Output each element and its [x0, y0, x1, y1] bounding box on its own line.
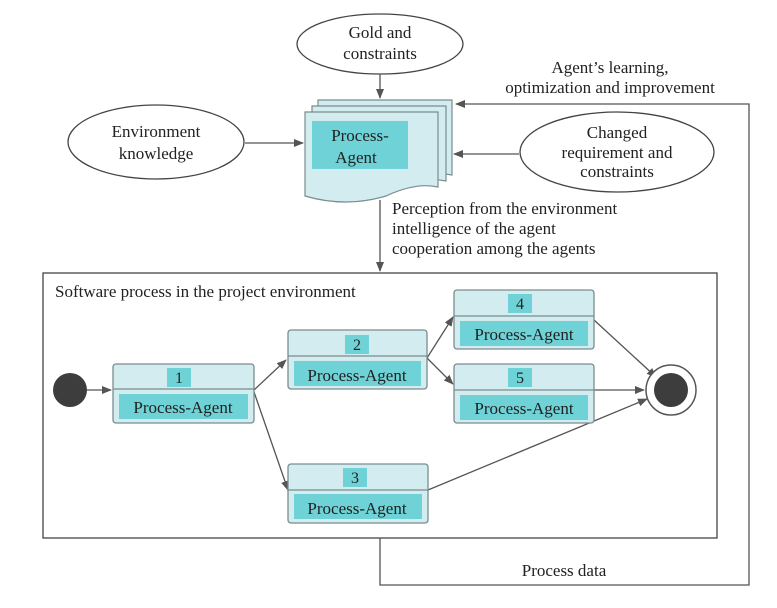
- learning-label-line1: Agent’s learning,: [551, 58, 668, 77]
- environment-label-line1: Environment: [112, 122, 201, 141]
- agent1-to-agent3-arrow: [253, 391, 289, 491]
- agent-5-number: 5: [516, 370, 524, 387]
- agent-4-label: Process-Agent: [474, 325, 573, 344]
- top-agent-label-bg: [312, 121, 408, 169]
- agent-box-3: 3 Process-Agent: [287, 463, 429, 524]
- changed-requirement-node: Changed requirement and constraints: [519, 111, 715, 193]
- gold-constraints-node: Gold and constraints: [296, 13, 464, 75]
- perception-label-line1: Perception from the environment: [392, 199, 617, 218]
- agent2-to-agent4-arrow: [426, 316, 454, 359]
- agent-1-number: 1: [175, 370, 183, 387]
- environment-knowledge-node: Environment knowledge: [67, 104, 245, 180]
- agent-3-number: 3: [351, 470, 359, 487]
- learning-label-line2: optimization and improvement: [505, 78, 715, 97]
- top-agent-label-line2: Agent: [335, 148, 377, 167]
- end-node: [645, 364, 697, 416]
- agent-1-label: Process-Agent: [133, 398, 232, 417]
- agent-box-5: 5 Process-Agent: [453, 363, 595, 424]
- agent-box-2: 2 Process-Agent: [287, 329, 428, 390]
- software-process-title: Software process in the project environm…: [55, 282, 356, 301]
- perception-label-line3: cooperation among the agents: [392, 239, 595, 258]
- changed-label-line1: Changed: [587, 123, 648, 142]
- agent2-to-agent5-arrow: [426, 357, 454, 385]
- agent4-to-end-arrow: [593, 319, 657, 378]
- agent1-to-agent2-arrow: [253, 359, 287, 391]
- agent-4-number: 4: [516, 296, 524, 313]
- process-data-label: Process data: [522, 561, 607, 580]
- perception-label-line2: intelligence of the agent: [392, 219, 556, 238]
- agent-2-label: Process-Agent: [307, 366, 406, 385]
- gold-label-line1: Gold and: [349, 23, 412, 42]
- agent-2-number: 2: [353, 337, 361, 354]
- changed-label-line3: constraints: [580, 162, 654, 181]
- changed-label-line2: requirement and: [562, 143, 673, 162]
- agent3-to-end-arrow: [427, 398, 648, 491]
- top-process-agent-stack: Process- Agent: [304, 99, 453, 203]
- agent-box-1: 1 Process-Agent: [112, 363, 255, 424]
- gold-label-line2: constraints: [343, 44, 417, 63]
- agent-3-label: Process-Agent: [307, 499, 406, 518]
- top-agent-label-line1: Process-: [331, 126, 389, 145]
- agent-box-4: 4 Process-Agent: [453, 289, 595, 350]
- agent-5-label: Process-Agent: [474, 399, 573, 418]
- environment-label-line2: knowledge: [119, 144, 194, 163]
- start-node: [53, 373, 87, 407]
- feedback-loop-arrow: [379, 100, 750, 586]
